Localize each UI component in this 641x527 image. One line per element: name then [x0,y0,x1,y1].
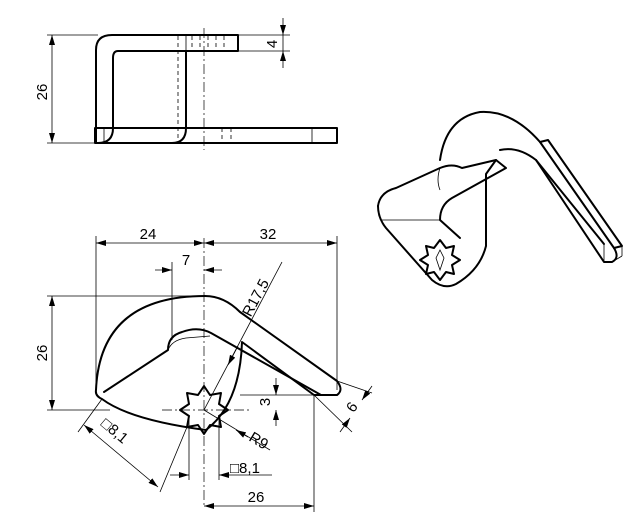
square-bottom-dimension: □8,1 [230,460,260,477]
bottom-width-dimension: 26 [248,489,265,506]
side-view-wall-outline [95,34,239,144]
extension-line [336,380,373,394]
top-view-star-hole [179,385,229,435]
radius-leader [203,261,283,411]
iso-star-hole [419,239,461,281]
offset-dimension: 7 [182,252,190,269]
side-view-base-outline [94,127,338,144]
iso-arm-side [539,139,623,249]
small-offset-dimension: 3 [257,398,274,406]
iso-flange-top [377,159,507,239]
width-left-dimension: 24 [140,226,157,243]
dimension-line [361,385,373,401]
iso-flange-bend [382,167,441,221]
top-view-outer-contour [94,295,342,431]
extension-line [159,426,188,493]
iso-arm-edge [611,255,623,263]
square-left-dimension: □8,1 [97,415,131,447]
side-view-outer-curve [171,50,187,144]
iso-star-inner [435,249,445,272]
isometric-view [377,110,623,288]
inner-radius-dimension: R9 [246,429,271,453]
side-thickness-dimension: 4 [264,40,281,48]
top-height-dimension: 26 [34,345,51,362]
side-view-inner-bend [97,127,114,144]
top-view: 24 32 7 26 R17,5 R9 3 6 □8 [34,226,373,512]
arm-width-dimension: 6 [343,399,362,416]
radius-arrow [235,429,249,438]
top-view-bend-line [167,335,211,351]
top-view-inner-contour [103,328,322,396]
radius-arrow [227,345,239,366]
iso-flange-front [377,159,497,288]
iso-arm-top [535,159,605,245]
dimension-line [339,417,351,433]
side-view: 26 4 [34,18,338,150]
side-height-dimension: 26 [34,84,51,101]
dimension-line [83,424,159,488]
outer-radius-dimension: R17,5 [239,276,273,319]
extension-line [77,398,103,433]
iso-back-plate [439,110,618,263]
width-right-dimension: 32 [260,226,277,243]
